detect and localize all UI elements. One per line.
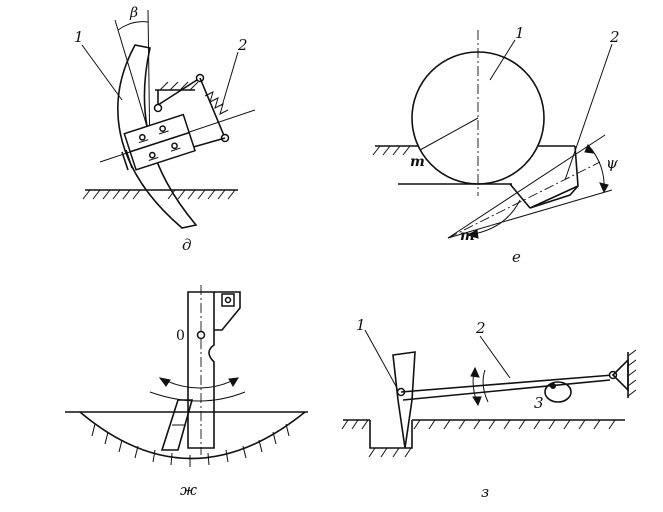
- ground-d: [82, 189, 238, 200]
- panel-zh: 0 ж: [65, 285, 308, 499]
- carriage-d: [123, 113, 196, 171]
- blade-d: [117, 44, 198, 229]
- panel-d: β 1 2 д: [74, 5, 256, 254]
- label-beta: β: [129, 5, 138, 21]
- label-zh-0: 0: [176, 328, 185, 344]
- caption-z: з: [481, 483, 489, 501]
- label-m-top: m: [410, 154, 425, 170]
- label-e-1: 1: [515, 24, 525, 42]
- label-z-1: 1: [356, 316, 366, 334]
- label-m-bottom: m: [460, 228, 475, 244]
- cam-z: [544, 381, 572, 403]
- caption-e: е: [512, 248, 521, 266]
- panel-z: 1 2 3 з: [341, 316, 637, 501]
- label-z-2: 2: [475, 319, 486, 337]
- caption-zh: ж: [180, 481, 197, 499]
- post-zh: [187, 285, 241, 455]
- caption-d: д: [182, 236, 192, 254]
- label-e-2: 2: [609, 28, 620, 46]
- label-d-1: 1: [74, 28, 84, 46]
- label-z-3: 3: [534, 394, 544, 412]
- label-psi: ψ: [606, 154, 618, 172]
- label-d-2: 2: [237, 36, 248, 54]
- pit-zh: [79, 411, 306, 460]
- panel-e: 1 2 ψ m m е: [372, 24, 620, 266]
- spring-d: [204, 91, 229, 115]
